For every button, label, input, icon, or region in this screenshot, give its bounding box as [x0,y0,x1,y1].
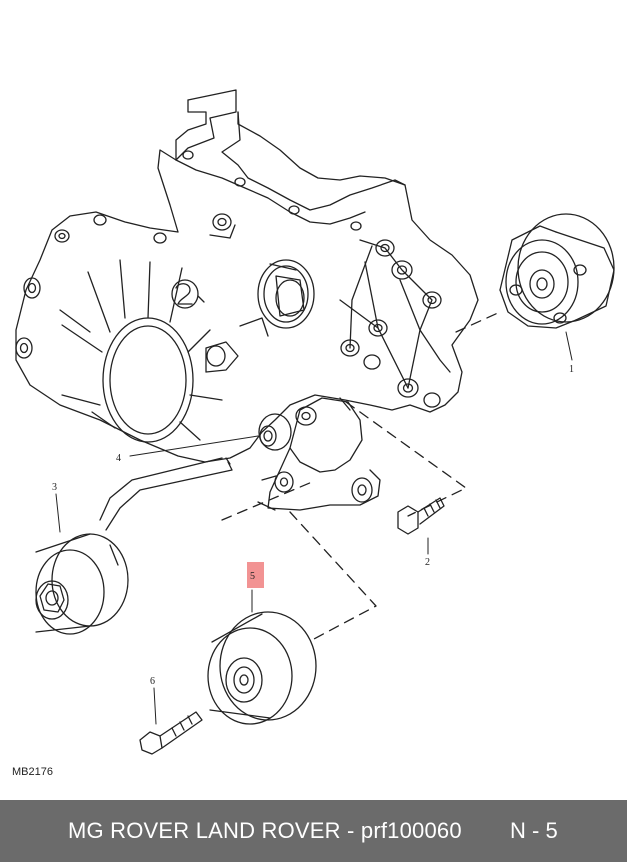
washer-part-4 [258,413,292,451]
callout-2: 2 [425,557,430,568]
idler-pulley-part-3 [35,457,233,635]
reference-code: MB2176 [12,766,53,778]
pulley-assembly-part-1 [499,213,615,329]
callout-6: 6 [150,676,155,687]
bolt-part-6 [139,711,203,755]
callout-1: 1 [569,364,574,375]
footer-bar: MG ROVER LAND ROVER - prf100060 N - 5 [0,800,627,862]
part-5-highlight [247,562,264,588]
callout-4: 4 [116,453,121,464]
footer-title: MG ROVER LAND ROVER - prf100060 [68,818,462,843]
alignment-lines [221,311,501,641]
footer-page-number: N - 5 [510,818,558,843]
callout-3: 3 [52,482,57,493]
exploded-parts-diagram: 1 2 3 4 5 6 [15,89,615,755]
engine-cover [15,89,479,511]
pulley-part-5 [207,611,317,725]
leader-lines [55,331,573,725]
callout-5: 5 [250,571,255,582]
bolt-part-2 [397,497,445,535]
callout-labels: 1 2 3 4 5 6 [52,364,574,687]
